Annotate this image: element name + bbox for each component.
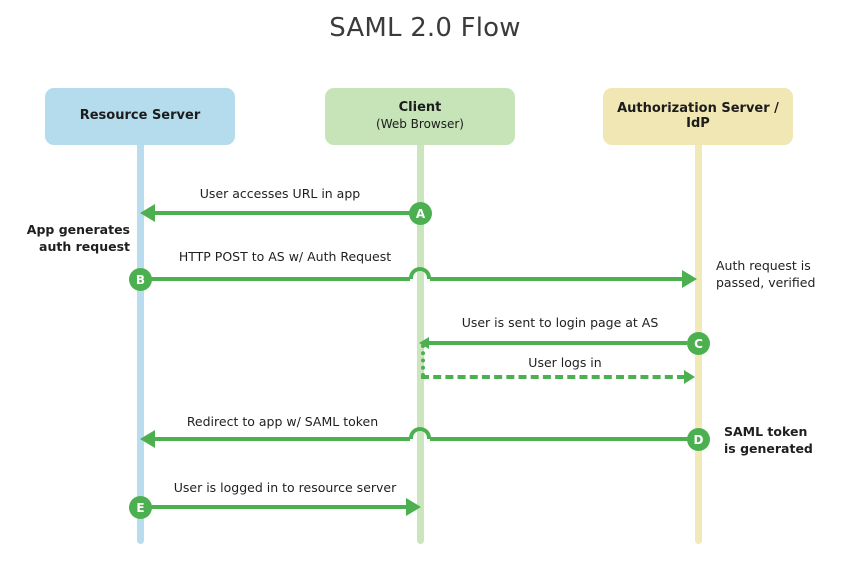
message-label-a: User accesses URL in app: [199, 186, 361, 201]
annotation-app-generates-auth-request: App generates auth request: [0, 222, 130, 256]
participant-client: Client (Web Browser): [325, 88, 515, 145]
message-line-b-right: [430, 277, 682, 281]
arrowhead-c: [419, 337, 429, 349]
participant-authorization-server: Authorization Server / IdP: [603, 88, 793, 145]
line-hop-d: [409, 427, 431, 439]
message-line-b-left: [148, 277, 410, 281]
message-label-user-logs-in: User logs in: [528, 355, 602, 370]
participant-title: Authorization Server / IdP: [617, 100, 779, 131]
message-line-d-left: [152, 437, 410, 441]
message-label-b: HTTP POST to AS w/ Auth Request: [178, 249, 392, 264]
arrowhead-b: [682, 270, 697, 288]
arrowhead-a: [140, 204, 155, 222]
arrowhead-user-logs-in: [684, 370, 695, 384]
annotation-line: is generated: [724, 440, 813, 456]
page-title: SAML 2.0 Flow: [329, 13, 521, 43]
arrowhead-d: [140, 430, 155, 448]
annotation-line: auth request: [39, 238, 130, 254]
arrowhead-e: [406, 498, 421, 516]
step-badge-c: C: [687, 332, 710, 355]
participant-title: Client: [398, 100, 442, 116]
annotation-line: passed, verified: [716, 274, 816, 290]
message-label-d: Redirect to app w/ SAML token: [186, 414, 379, 429]
step-badge-e: E: [129, 496, 152, 519]
annotation-line: Auth request is: [716, 258, 811, 273]
message-line-d-right: [430, 437, 688, 441]
message-label-e: User is logged in to resource server: [173, 480, 397, 495]
step-badge-b: B: [129, 268, 152, 291]
connector-client-login: [421, 344, 425, 377]
participant-subtitle: (Web Browser): [376, 117, 464, 132]
participant-resource-server: Resource Server: [45, 88, 235, 145]
message-label-c: User is sent to login page at AS: [461, 315, 659, 330]
line-hop-b: [409, 267, 431, 279]
message-line-c: [429, 341, 687, 345]
participant-title: Resource Server: [79, 108, 201, 124]
message-line-e: [148, 505, 406, 509]
message-line-a: [152, 211, 418, 215]
message-line-user-logs-in: [421, 375, 685, 379]
annotation-line: SAML token: [724, 424, 808, 439]
step-badge-a: A: [409, 202, 432, 225]
annotation-saml-token-is-generated: SAML token is generated: [724, 424, 844, 458]
annotation-line: App generates: [26, 222, 130, 237]
annotation-auth-request-passed-verified: Auth request is passed, verified: [716, 258, 846, 292]
step-badge-d: D: [687, 428, 710, 451]
lifeline-resource-server: [137, 140, 144, 544]
